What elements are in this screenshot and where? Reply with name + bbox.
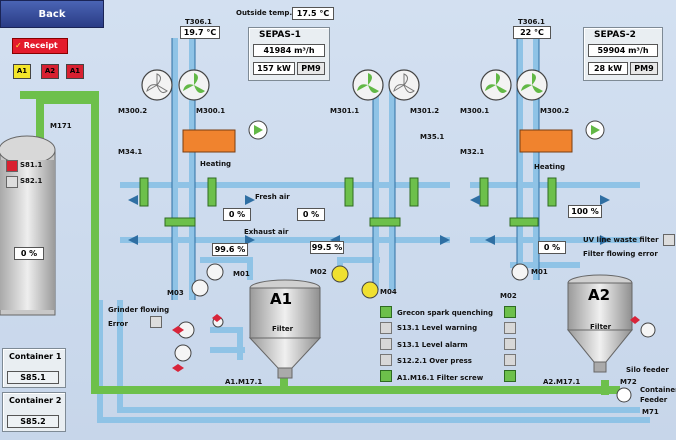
motor-m300-2b: M300.2 — [540, 107, 570, 115]
sensor-s81-indicator — [6, 160, 18, 172]
status-indicator-4b — [504, 354, 516, 366]
motor-a2m17: A2.M17.1 — [543, 378, 581, 386]
back-button[interactable]: Back — [0, 0, 104, 28]
container-feeder-label1: Container — [640, 386, 676, 394]
motor-m35-1: M35.1 — [420, 133, 445, 141]
alarm-tile-a1[interactable]: A1 — [13, 64, 31, 79]
filter-a1-label: Filter — [272, 325, 294, 333]
motor-m04: M04 — [380, 288, 397, 296]
motor-a1m17: A1.M17.1 — [225, 378, 263, 386]
status-indicator-green — [380, 306, 392, 318]
motor-m02b: M02 — [500, 292, 517, 300]
filter-a2-title: A2 — [588, 286, 611, 304]
motor-m71: M71 — [642, 408, 659, 416]
status-indicator-3a — [380, 338, 392, 350]
heating2-label: Heating — [534, 163, 566, 171]
status-item-3: S13.1 Level alarm — [397, 341, 468, 349]
grinder-indicator — [150, 316, 162, 328]
container-feeder-label2: Feeder — [640, 396, 668, 404]
damper-value-2: 0 % — [297, 208, 325, 221]
status-item-5: A1.M16.1 Filter screw — [397, 374, 484, 382]
sepas2-mode[interactable]: PM9 — [630, 62, 658, 75]
filter-error-label: Filter flowing error — [583, 250, 658, 258]
damper-value-6: 0 % — [538, 241, 566, 254]
status-indicator-5b — [504, 370, 516, 382]
container-2-panel[interactable]: Container 2 S85.2 — [2, 392, 66, 432]
status-indicator-4a — [380, 354, 392, 366]
motor-m32-1: M32.1 — [460, 148, 485, 156]
container-2-sensor: S85.2 — [7, 415, 59, 428]
sepas2-panel: SEPAS-2 59904 m³/h 28 kW PM9 — [583, 27, 663, 81]
temp1-value: 19.7 °C — [180, 26, 220, 39]
filter-a2 — [566, 274, 634, 373]
motor-m301-1: M301.1 — [330, 107, 360, 115]
uv-line-indicator — [663, 234, 675, 246]
conveyor-line — [20, 91, 620, 394]
status-indicator-3b — [504, 338, 516, 350]
status-item-1: Grecon spark quenching — [397, 309, 494, 317]
sepas2-flow: 59904 m³/h — [588, 44, 658, 57]
sepas1-power: 157 kW — [253, 62, 295, 75]
status-indicator-2a — [380, 322, 392, 334]
sepas2-title: SEPAS-2 — [594, 30, 636, 40]
motor-m171: M171 — [50, 122, 72, 130]
motor-m34-1: M34.1 — [118, 148, 143, 156]
container-1-title: Container 1 — [9, 352, 62, 361]
receipt-button[interactable]: ✓Receipt — [12, 38, 68, 54]
heating1-label: Heating — [200, 160, 232, 168]
alarm-tile-a2[interactable]: A2 — [41, 64, 59, 79]
damper-value-4: 99.6 % — [212, 243, 248, 256]
motor-m300-2: M300.2 — [118, 107, 148, 115]
container-1-sensor: S85.1 — [7, 371, 59, 384]
motor-m300-1: M300.1 — [196, 107, 226, 115]
outside-temp-label: Outside temp.: — [236, 9, 295, 17]
motor-m03: M03 — [167, 289, 184, 297]
motor-m02a: M02 — [310, 268, 327, 276]
heater-1 — [182, 129, 236, 153]
status-indicator-5a — [380, 370, 392, 382]
fan-group — [141, 69, 548, 101]
container-1-panel[interactable]: Container 1 S85.1 — [2, 348, 66, 388]
alarm-tile-a1b[interactable]: A1 — [66, 64, 84, 79]
filter-a2-label: Filter — [590, 323, 612, 331]
error-label: Error — [108, 320, 128, 328]
status-indicator-2b — [504, 322, 516, 334]
motor-m300-1b: M300.1 — [460, 107, 490, 115]
damper-value-3: 100 % — [568, 205, 602, 218]
sensor-s81-label: S81.1 — [20, 161, 43, 169]
silo-feeder-label: Silo feeder — [626, 366, 669, 374]
exhaust-air-label: Exhaust air — [244, 228, 289, 236]
sepas1-mode[interactable]: PM9 — [297, 62, 325, 75]
temp2-label: T306.1 — [518, 18, 545, 26]
sensor-s82-label: S82.1 — [20, 177, 43, 185]
filter-a1-title: A1 — [270, 290, 293, 308]
status-item-4: S12.2.1 Over press — [397, 357, 472, 365]
motor-m01b: M01 — [531, 268, 548, 276]
damper-value-5: 99.5 % — [310, 241, 344, 254]
motor-m72: M72 — [620, 378, 637, 386]
motor-m301-2: M301.2 — [410, 107, 440, 115]
status-indicator-green2 — [504, 306, 516, 318]
uv-line-label: UV line waste filter — [583, 236, 659, 244]
temp1-label: T306.1 — [185, 18, 212, 26]
fresh-air-label: Fresh air — [255, 193, 290, 201]
sepas1-flow: 41984 m³/h — [253, 44, 325, 57]
sensor-s82-indicator — [6, 176, 18, 188]
sepas2-power: 28 kW — [588, 62, 628, 75]
check-icon: ✓ — [15, 41, 22, 50]
filter-a1 — [248, 279, 322, 379]
temp2-value: 22 °C — [513, 26, 551, 39]
outside-temp-value: 17.5 °C — [292, 7, 334, 20]
sepas1-title: SEPAS-1 — [259, 30, 301, 40]
silo-level-value: 0 % — [14, 247, 44, 260]
container-2-title: Container 2 — [9, 396, 62, 405]
heater-2 — [519, 129, 573, 153]
sepas1-panel: SEPAS-1 41984 m³/h 157 kW PM9 — [248, 27, 330, 81]
grinder-label: Grinder flowing — [108, 306, 170, 314]
status-item-2: S13.1 Level warning — [397, 324, 478, 332]
motor-m01a: M01 — [233, 270, 250, 278]
damper-value-1: 0 % — [223, 208, 251, 221]
